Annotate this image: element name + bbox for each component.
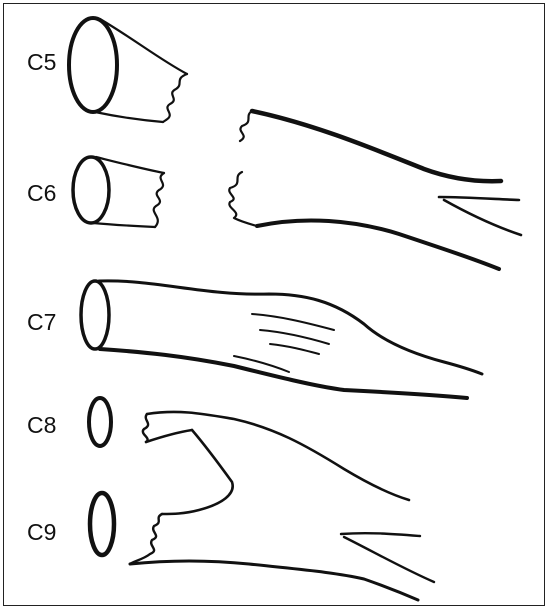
c7-root: [81, 281, 482, 398]
c5-root-stump: [69, 18, 187, 122]
nerve-root-drawing: [4, 4, 546, 607]
diagram-frame: C5 C6 C7 C8 C9: [3, 3, 545, 606]
c6-root-stump: [73, 157, 164, 227]
c9-root-stump: [90, 493, 114, 555]
c8-root-stump: [89, 398, 111, 446]
c8-c9-distal-trunk: [130, 412, 434, 600]
c5-c6-distal-trunk: [229, 111, 521, 269]
